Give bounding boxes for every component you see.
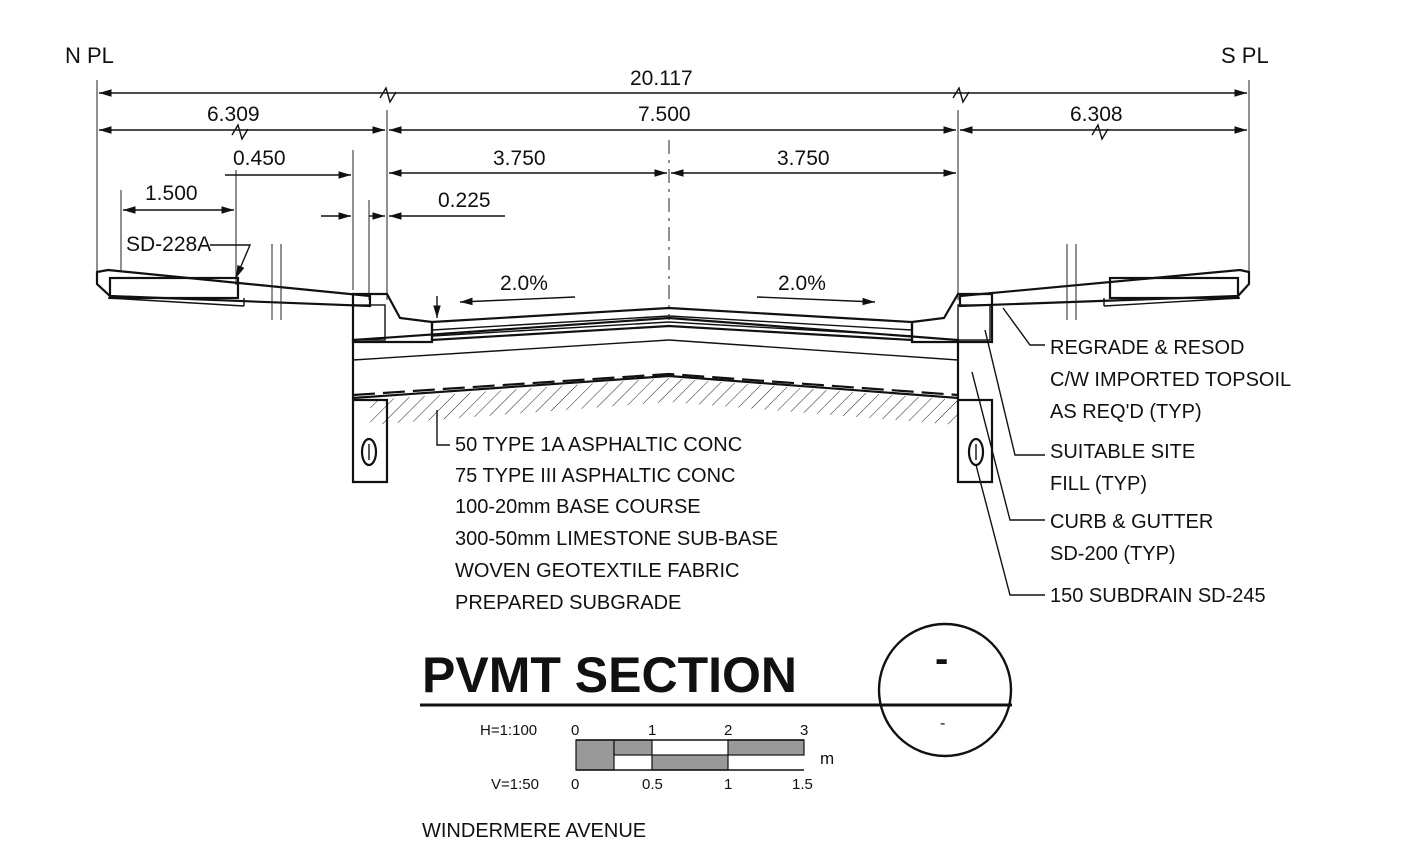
granular-layers — [351, 316, 960, 400]
regrade-callout: REGRADE & RESOD C/W IMPORTED TOPSOIL AS … — [1050, 337, 1291, 423]
v-tick-0: 0 — [571, 776, 579, 793]
sidewalk-std-label: SD-228A — [126, 233, 211, 256]
pavement-layer-list: 50 TYPE 1A ASPHALTIC CONC 75 TYPE III AS… — [455, 434, 778, 614]
drawing-title: PVMT SECTION — [422, 647, 797, 703]
svg-text:FILL (TYP): FILL (TYP) — [1050, 473, 1147, 495]
overall-width-dim: 20.117 — [630, 67, 693, 90]
north-blvd-dim: 6.309 — [207, 103, 260, 126]
svg-text:SD-200 (TYP): SD-200 (TYP) — [1050, 543, 1176, 565]
slope-arrows — [433, 296, 876, 318]
v-tick-3: 1.5 — [792, 776, 813, 793]
roadway-width-dim: 7.500 — [638, 103, 691, 126]
north-slope-label: 2.0% — [500, 272, 548, 295]
callout-leaders — [210, 244, 1045, 596]
south-slope-label: 2.0% — [778, 272, 826, 295]
layer-2: 75 TYPE III ASPHALTIC CONC — [455, 465, 735, 487]
curb-offset-dim: 0.450 — [233, 147, 286, 170]
bubble-bottom-text: - — [940, 715, 945, 732]
svg-text:C/W IMPORTED TOPSOIL: C/W IMPORTED TOPSOIL — [1050, 369, 1291, 391]
south-break-marks — [1066, 244, 1077, 320]
south-pl-label: S PL — [1221, 43, 1269, 68]
svg-text:CURB & GUTTER: CURB & GUTTER — [1050, 511, 1213, 533]
svg-text:AS REQ'D (TYP): AS REQ'D (TYP) — [1050, 401, 1202, 423]
north-sidewalk — [95, 268, 372, 308]
h-tick-0: 0 — [571, 722, 579, 739]
south-blvd-dim: 6.308 — [1070, 103, 1123, 126]
street-name: WINDERMERE AVENUE — [422, 820, 646, 842]
subgrade — [370, 378, 958, 425]
svg-text:SUITABLE SITE: SUITABLE SITE — [1050, 441, 1195, 463]
layer-6: PREPARED SUBGRADE — [455, 592, 681, 614]
south-sidewalk — [958, 268, 1251, 308]
h-tick-2: 2 — [724, 722, 732, 739]
detail-bubble — [877, 622, 1013, 758]
north-break-marks — [271, 244, 282, 320]
lane-north-dim: 3.750 — [493, 147, 546, 170]
h-scale-label: H=1:100 — [480, 722, 537, 739]
lane-south-dim: 3.750 — [777, 147, 830, 170]
asphalt-layers — [430, 306, 914, 342]
fill-callout: SUITABLE SITE FILL (TYP) — [1050, 441, 1195, 495]
scale-unit: m — [820, 749, 834, 768]
north-pl-label: N PL — [65, 43, 114, 68]
layer-3: 100-20mm BASE COURSE — [455, 496, 701, 518]
v-tick-2: 1 — [724, 776, 732, 793]
h-tick-1: 1 — [648, 722, 656, 739]
sidewalk-width-dim: 1.500 — [145, 182, 198, 205]
gutter-offset-dim: 0.225 — [438, 189, 491, 212]
bubble-top-text: - — [935, 637, 948, 681]
north-curb-gutter — [351, 292, 434, 484]
svg-text:REGRADE & RESOD: REGRADE & RESOD — [1050, 337, 1244, 359]
v-tick-1: 0.5 — [642, 776, 663, 793]
south-curb-gutter — [910, 292, 994, 484]
h-tick-3: 3 — [800, 722, 808, 739]
layer-5: WOVEN GEOTEXTILE FABRIC — [455, 560, 740, 582]
curb-callout: CURB & GUTTER SD-200 (TYP) — [1050, 511, 1213, 565]
graphic-scale-bar — [575, 739, 805, 771]
v-scale-label: V=1:50 — [491, 776, 539, 793]
dimension-lines — [99, 86, 1247, 220]
layer-1: 50 TYPE 1A ASPHALTIC CONC — [455, 434, 742, 456]
subdrain-callout: 150 SUBDRAIN SD-245 — [1050, 585, 1266, 607]
layer-4: 300-50mm LIMESTONE SUB-BASE — [455, 528, 778, 550]
